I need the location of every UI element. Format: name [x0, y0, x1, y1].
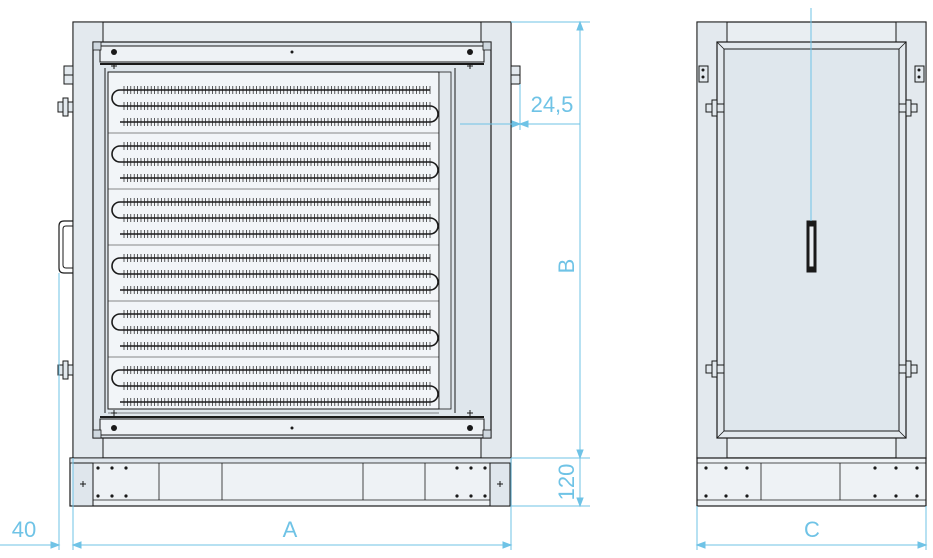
heater-coil-panel [107, 71, 440, 410]
coil-loop [108, 310, 439, 358]
side-base [696, 457, 927, 507]
dimension-c-label: C [804, 517, 820, 542]
side-latch-top-right [914, 65, 925, 83]
coil-loop [108, 142, 439, 190]
dimension-b-label: B [554, 259, 579, 274]
dimension-lines [0, 8, 928, 550]
coil-loop [108, 254, 439, 302]
dimension-40-label: 40 [12, 517, 36, 542]
door-handle [58, 220, 73, 274]
front-view [57, 21, 521, 507]
front-top-bar [99, 45, 485, 63]
dimension-a-label: A [283, 517, 298, 542]
heating-coils [108, 86, 439, 414]
left-latch-bottom [57, 360, 74, 380]
right-latch-top [510, 65, 521, 85]
coil-loop [108, 86, 439, 134]
side-latch-top-left [698, 65, 709, 83]
dimension-120-label: 120 [554, 464, 579, 501]
dimension-24-5-label: 24,5 [531, 92, 574, 117]
coil-loop [108, 198, 439, 246]
left-latch-top [63, 65, 74, 85]
front-base [69, 457, 512, 507]
coil-loop [108, 366, 439, 414]
side-panel-handle [806, 220, 817, 273]
left-latch-middle [57, 97, 74, 117]
